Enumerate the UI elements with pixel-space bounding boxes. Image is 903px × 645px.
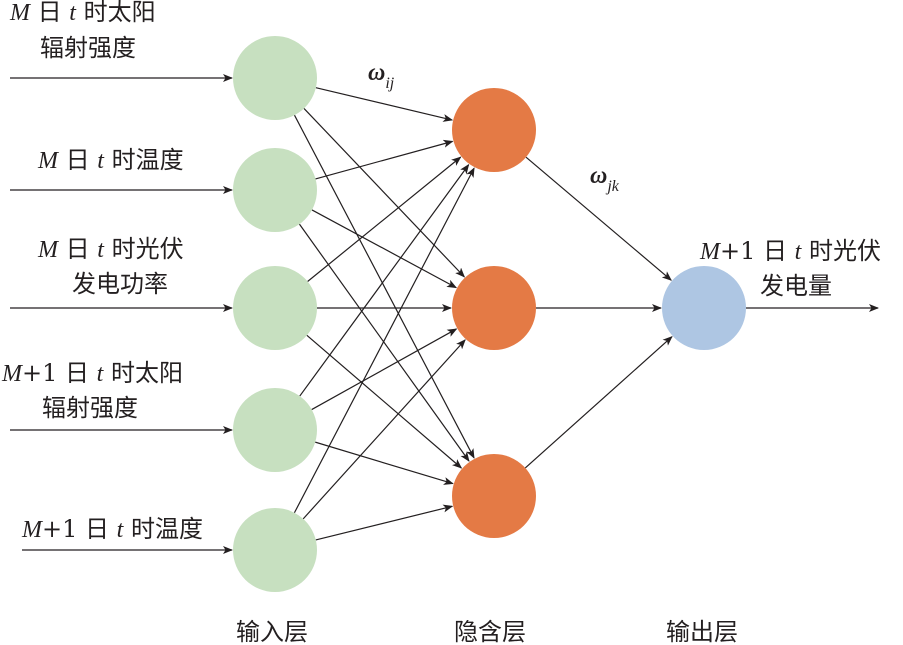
- edge-input-hidden: [311, 328, 458, 411]
- output-node: [662, 266, 746, 350]
- layer-label-output: 输出层: [666, 618, 738, 645]
- layer-label-hidden: 隐含层: [454, 618, 526, 645]
- input-node: [233, 266, 317, 350]
- edge-input-hidden: [293, 114, 475, 459]
- output-label: M+1 日 t 时光伏 发电量: [699, 237, 881, 300]
- svg-text:M+1 日 t 时光伏: M+1 日 t 时光伏: [699, 237, 881, 265]
- hidden-node: [452, 454, 536, 538]
- input-node: [233, 508, 317, 592]
- svg-text:M+1 日 t 时温度: M+1 日 t 时温度: [21, 515, 203, 543]
- weight-label-jk: ωjk: [590, 163, 620, 195]
- edge-input-hidden: [315, 87, 454, 122]
- nodes-group: [233, 36, 746, 592]
- svg-text:M 日 t 时太阳: M 日 t 时太阳: [9, 0, 156, 26]
- input-node: [233, 36, 317, 120]
- layer-label-input: 输入层: [236, 618, 308, 645]
- edge-hidden-output: [525, 156, 672, 281]
- input-label-1: M 日 t 时太阳 辐射强度: [9, 0, 156, 62]
- input-label-4: M+1 日 t 时太阳 辐射强度: [1, 359, 183, 422]
- edge-input-hidden: [307, 156, 462, 282]
- input-node: [233, 148, 317, 232]
- edge-input-hidden: [293, 167, 475, 514]
- svg-text:发电量: 发电量: [760, 272, 832, 300]
- svg-text:M 日 t 时光伏: M 日 t 时光伏: [37, 235, 184, 263]
- edge-hidden-output: [524, 336, 673, 469]
- input-label-3: M 日 t 时光伏 发电功率: [37, 235, 184, 298]
- input-label-2: M 日 t 时温度: [37, 146, 184, 174]
- input-node: [233, 388, 317, 472]
- svg-text:M 日 t 时温度: M 日 t 时温度: [37, 146, 184, 174]
- edge-input-hidden: [306, 334, 463, 469]
- edge-input-hidden: [315, 139, 454, 180]
- edge-input-hidden: [315, 441, 454, 485]
- connection-lines: [10, 74, 879, 554]
- svg-text:辐射强度: 辐射强度: [40, 34, 136, 62]
- hidden-node: [452, 266, 536, 350]
- svg-text:M+1 日 t 时太阳: M+1 日 t 时太阳: [1, 359, 183, 387]
- edge-input-hidden: [298, 223, 470, 462]
- edge-input-hidden: [302, 339, 466, 520]
- hidden-node: [452, 88, 536, 172]
- weight-label-ij: ωij: [368, 60, 395, 92]
- edge-input-hidden: [299, 163, 470, 397]
- edge-input-hidden: [303, 108, 466, 278]
- input-label-5: M+1 日 t 时温度: [21, 515, 203, 543]
- edge-input-hidden: [315, 504, 454, 541]
- edge-input-hidden: [311, 209, 458, 289]
- svg-text:发电功率: 发电功率: [72, 270, 168, 298]
- svg-text:辐射强度: 辐射强度: [42, 394, 138, 422]
